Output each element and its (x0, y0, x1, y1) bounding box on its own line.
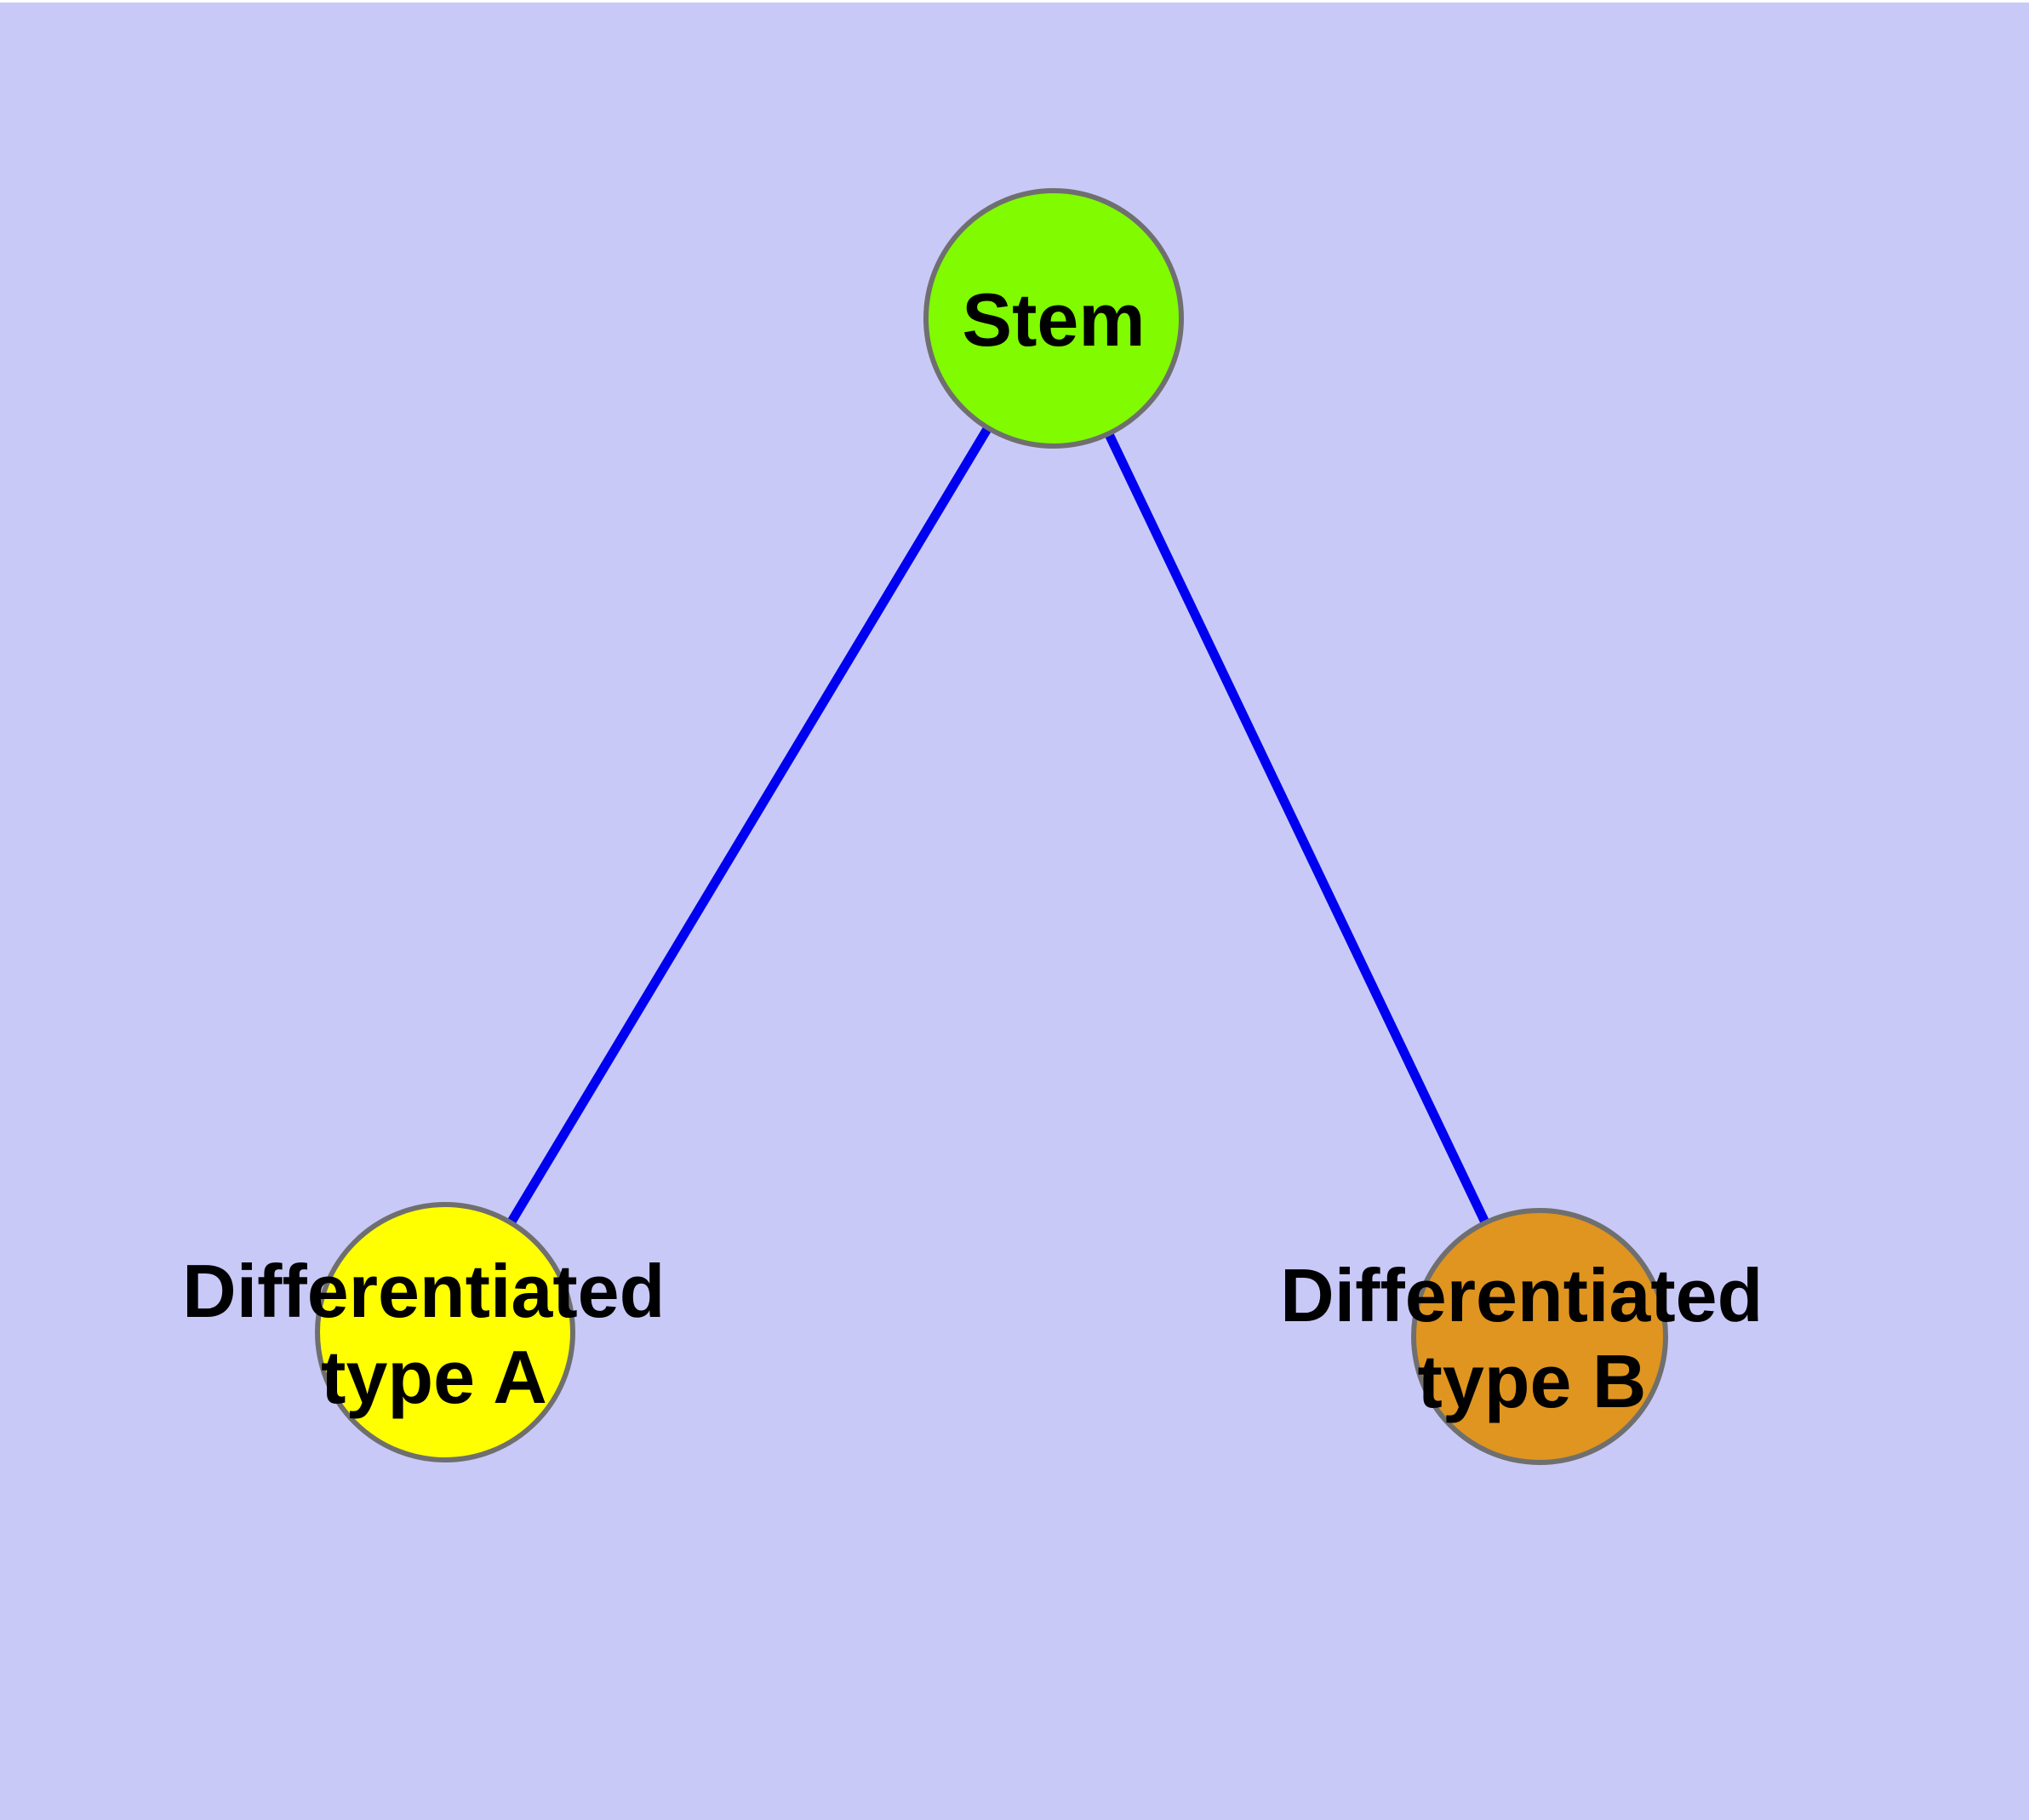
type-b-node-label: Differentiated type B (1280, 1253, 1784, 1423)
type-a-node-circle (315, 1202, 575, 1462)
type-b-node-circle (1411, 1208, 1668, 1465)
stem-node-label: Stem (962, 278, 1145, 362)
stem-node: Stem (923, 188, 1184, 449)
type-a-label-line1: Differentiated (182, 1249, 665, 1333)
type-a-node: Differentiated type A (182, 1202, 686, 1462)
type-b-label-line1: Differentiated (1280, 1253, 1763, 1337)
type-b-node: Differentiated type B (1280, 1208, 1784, 1465)
edge-stem-to-type-b (1049, 316, 1544, 1339)
edge-stem-to-type-a (441, 316, 1058, 1335)
type-a-label-line2: type A (321, 1335, 547, 1419)
type-b-label-line2: type B (1418, 1339, 1647, 1423)
stem-node-circle (923, 188, 1184, 449)
type-a-node-label: Differentiated type A (182, 1249, 686, 1419)
